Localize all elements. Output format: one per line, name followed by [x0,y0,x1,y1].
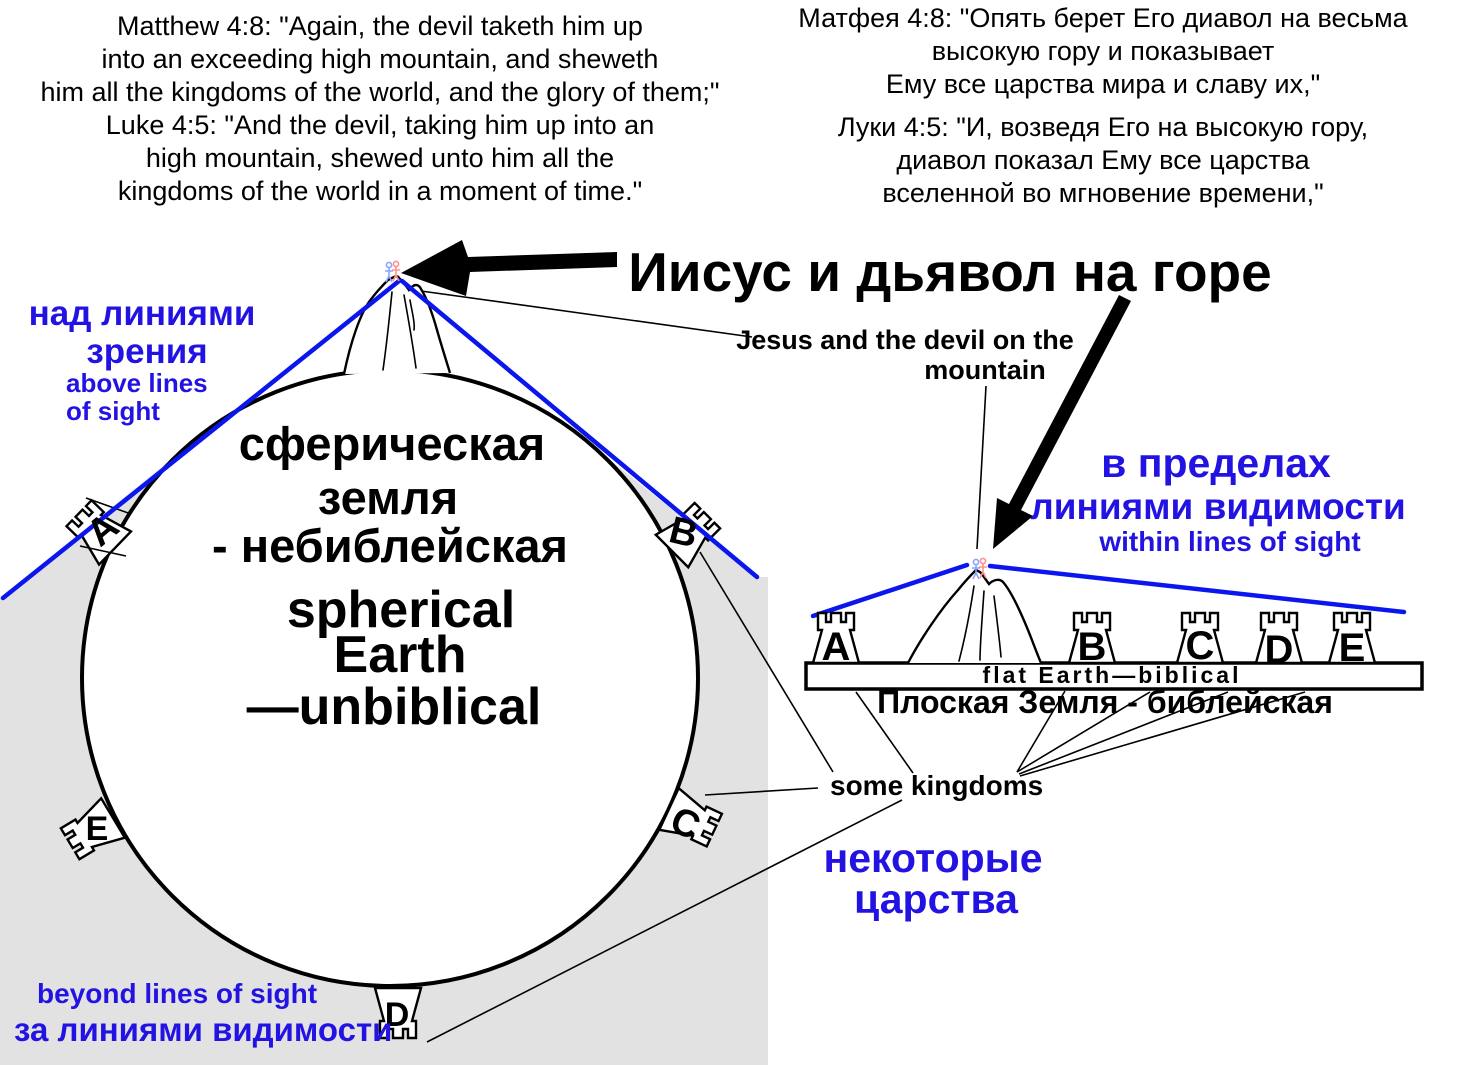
mountain-right [906,568,1043,664]
tower-a-ground-line [79,545,127,557]
within-sight-label-ru-2: линиями видимости [1030,486,1406,527]
sight-line-left-spherical [0,278,402,601]
arrow-to-right-mountain-icon [993,295,1131,549]
tower-a-ground-line [85,497,132,515]
within-sight-label-en: within lines of sight [1098,526,1360,557]
sight-line-right-flat [987,563,1407,615]
above-sight-label-ru-1: над линиями [29,294,256,333]
annotation-line-to-left-peak [420,290,753,338]
above-sight-label-en-2: of sight [66,396,160,426]
above-sight-label-en-1: above lines [66,368,208,398]
sight-line-right-spherical [399,278,760,580]
kingdom-line-to-flat-b [1016,690,1066,773]
some-kingdoms-label-ru-1: некоторые [823,835,1042,881]
sphere-label-ru-3: - небиблейская [212,519,568,572]
tower-label-e-flat: E [1339,626,1366,670]
sight-line-left-flat [810,562,970,619]
kingdom-line-to-flat-c [1016,691,1151,773]
tower-label-d-flat: D [1265,628,1294,672]
verse-matthew-english: Matthew 4:8: "Again, the devil taketh hi… [40,11,720,107]
flat-bar-label-en: flat Earth—biblical [983,662,1242,688]
annotation-line-to-right-peak [976,385,987,550]
arrow-to-left-mountain-icon [401,240,617,296]
tower-label-b-flat: B [1078,625,1107,669]
kingdom-line-from-sphere-b [699,551,834,773]
flat-bar-label-ru: Плоская Земля - библейская [877,684,1333,720]
annotation-label-en-2: mountain [924,355,1046,385]
bible-verse-russian: Матфея 4:8: "Опять берет Его диавол на в… [750,2,1456,210]
tower-label-d-spherical: D [385,996,410,1034]
devil-figure-icon [972,558,980,580]
jesus-and-devil-figures-left [385,260,400,283]
beyond-sight-label-ru: за линиями видимости [14,1011,392,1048]
mountain-left-ridge [403,294,417,369]
mountain-left [342,275,452,375]
sphere-label-ru-2: земля [318,471,458,524]
bible-verse-english: Matthew 4:8: "Again, the devil taketh hi… [10,10,750,208]
kingdom-line-to-flat-e [1019,691,1306,777]
tower-label-a-flat: A [822,625,851,669]
tower-label-e-spherical: E [86,810,109,848]
kingdom-line-to-flat-d [1018,691,1229,775]
mountain-right-ridge [979,590,985,661]
sphere-label-en-3: —unbiblical [247,678,542,736]
annotation-label-en-1: Jesus and the devil on the [736,325,1074,355]
jesus-figure-icon [392,260,400,282]
mountain-right-ridge [993,595,1002,658]
kingdom-line-from-flat-a [855,691,914,774]
some-kingdoms-label-ru-2: царства [854,876,1019,922]
mountain-left-ridge [409,299,415,331]
mountain-right-ridge [958,585,975,662]
jesus-figure-icon [979,557,987,579]
sphere-label-en-1: spherical [287,581,515,639]
verse-luke-english: Luke 4:5: "And the devil, taking him up … [105,110,655,206]
mountain-left-ridge [382,291,393,371]
sphere-label-en-2: Earth [334,626,467,684]
jesus-and-devil-figures-right [972,557,987,580]
within-sight-label-ru-1: в пределах [1101,440,1331,486]
beyond-sight-label-en: beyond lines of sight [37,978,317,1009]
devil-figure-icon [385,261,393,283]
verse-matthew-russian: Матфея 4:8: "Опять берет Его диавол на в… [798,3,1408,99]
some-kingdoms-label-en: some kingdoms [830,770,1043,801]
main-title-ru: Иисус и дьявол на горе [628,241,1272,303]
verse-luke-russian: Луки 4:5: "И, возведя Его на высокую гор… [837,112,1369,208]
above-sight-label-ru-2: зрения [86,332,207,371]
kingdom-line-from-sphere-c [704,787,819,796]
sphere-label-ru-1: сферическая [239,417,545,470]
kingdom-line-from-sphere-d [426,799,903,1043]
tower-label-c-flat: C [1186,624,1215,668]
